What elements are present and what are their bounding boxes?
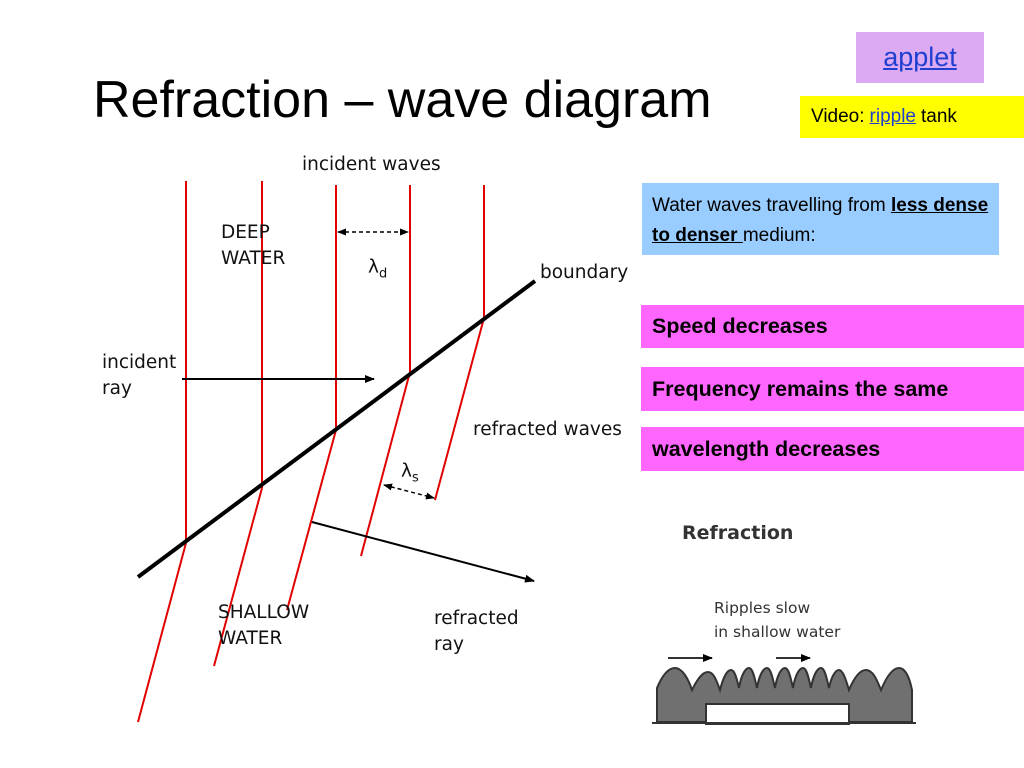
lambda-d-symbol: λ [368,257,379,278]
deep-water-line2: WATER [221,248,286,269]
incident-ray-line1: incident [102,352,177,373]
description-box: Water waves travelling from less dense t… [642,183,999,255]
applet-box: applet [856,32,984,83]
refracted-waves-label: refracted waves [473,419,622,440]
deep-water-line1: DEEP [221,222,270,243]
refracted-ray-arrow [311,521,535,583]
lambda-s-subscript: s [411,470,419,486]
wavefront-refracted [213,487,263,667]
description-before: Water waves travelling from [652,195,891,216]
description-after: medium: [742,225,816,246]
description-bold: less dense to denser [652,195,989,246]
deep-water-label: DEEP WATER [221,220,285,272]
refracted-ray-line2: ray [434,634,464,655]
wavefront-refracted [137,542,187,723]
lambda-d-subscript: d [378,266,388,282]
ripple-caption-line2: in shallow water [714,623,841,641]
ripple-caption-line1: Ripples slow [714,599,811,617]
boundary-label: boundary [540,262,629,283]
statement-wavelength: wavelength decreases [641,427,1024,471]
wavefront-refracted [434,317,485,501]
statement-frequency: Frequency remains the same [641,367,1024,411]
lambda-s-label: λs [401,459,419,492]
video-suffix: tank [921,106,957,127]
statement-speed: Speed decreases [641,305,1024,348]
ripple-figure-caption: Ripples slow in shallow water [714,596,840,644]
ripple-figure-title: Refraction [682,522,794,544]
refracted-ray-line1: refracted [434,608,519,629]
video-prefix: Video: [811,106,865,127]
incident-ray-line2: ray [102,378,132,399]
incident-waves-label: incident waves [302,154,441,175]
shallow-water-label: SHALLOW WATER [218,600,309,652]
lambda-s-symbol: λ [401,461,412,482]
lambda-s-dimension [383,483,435,500]
incident-ray-label: incident ray [102,350,176,402]
shallow-water-line2: WATER [218,628,283,649]
applet-link[interactable]: applet [883,42,957,72]
wavefront-refracted [286,429,337,611]
refracted-ray-label: refracted ray [434,606,519,658]
wavefront-refracted [360,371,411,557]
ripple-link[interactable]: ripple [869,106,917,127]
ripple-shallow-block [705,703,850,725]
video-box: Video: ripple tank [800,96,1024,138]
ripple-tank-figure [652,654,916,725]
lambda-d-label: λd [368,255,387,288]
shallow-water-line1: SHALLOW [218,602,310,623]
boundary-line [136,279,537,579]
slide-title: Refraction – wave diagram [93,71,712,129]
